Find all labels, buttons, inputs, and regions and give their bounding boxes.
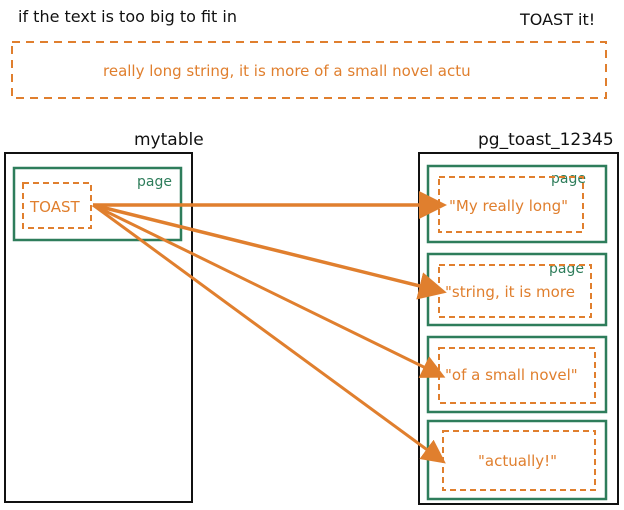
header-left-text: if the text is too big to fit in (18, 7, 237, 26)
toast-pointer-label: TOAST (29, 198, 80, 216)
toast-arrow-3 (92, 203, 446, 378)
mytable-box (4, 152, 193, 503)
banner-text: really long string, it is more of a smal… (103, 62, 471, 80)
mytable-title: mytable (134, 130, 204, 150)
toast-chunk-3: "of a small novel" (445, 366, 578, 384)
toast-pointer-box (22, 182, 92, 229)
toast-table-box (418, 152, 619, 505)
banner-box (11, 41, 607, 99)
toast-arrow-4 (92, 203, 446, 464)
toast-chunk-1: "My really long" (449, 197, 568, 215)
mytable-page-label: page (137, 174, 172, 190)
toast-chunk-4: "actually!" (478, 452, 557, 470)
toast-page-1-label: page (551, 171, 586, 187)
toast-arrow-2 (92, 203, 447, 300)
toast-page-2-label: page (549, 261, 584, 277)
header-right-text: TOAST it! (519, 10, 595, 29)
toast-chunk-2: "string, it is more (445, 283, 575, 301)
toast-table-title: pg_toast_12345 (478, 130, 614, 150)
